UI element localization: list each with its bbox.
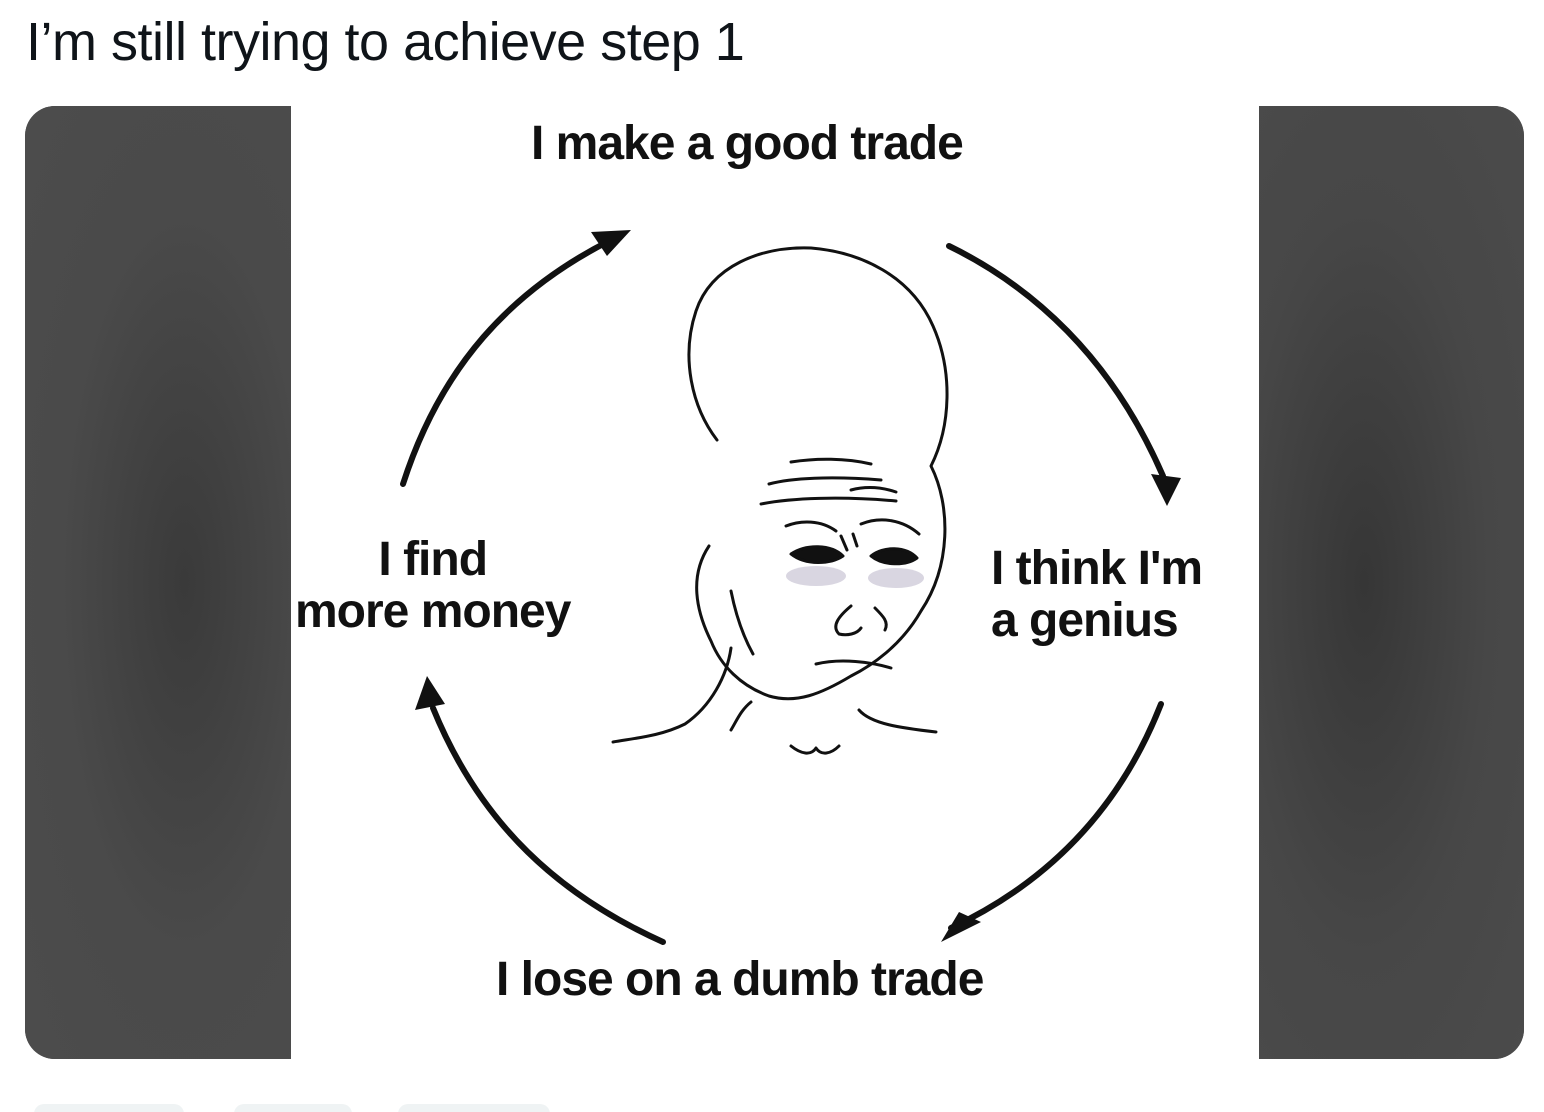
cycle-diagram (400, 230, 1181, 945)
meme-image: I make a good trade I think I'm a genius… (291, 106, 1259, 1059)
meme-label-right: I think I'm a genius (991, 542, 1203, 647)
tweet-text: I’m still trying to achieve step 1 (26, 12, 745, 72)
action-pill[interactable] (398, 1104, 550, 1112)
meme-label-bottom: I lose on a dumb trade (496, 953, 984, 1006)
action-pill[interactable] (234, 1104, 352, 1112)
meme-label-right-line2: a genius (991, 594, 1179, 647)
meme-label-left-line1: I find (378, 533, 488, 586)
cycle-arrow-icon (946, 243, 1166, 479)
action-pill[interactable] (34, 1104, 184, 1112)
cycle-arrow-icon (430, 705, 666, 945)
cycle-arrow-icon (400, 238, 612, 487)
wojak-face-icon (611, 246, 949, 755)
tweet-media-image[interactable]: I make a good trade I think I'm a genius… (25, 106, 1524, 1059)
meme-label-left: I find more money (295, 533, 571, 638)
meme-label-right-line1: I think I'm (991, 542, 1203, 595)
meme-label-left-line2: more money (295, 585, 571, 638)
media-blur-right (1258, 106, 1524, 1059)
cycle-arrow-icon (948, 701, 1164, 931)
meme-label-top: I make a good trade (531, 117, 964, 170)
media-blur-left (25, 106, 291, 1059)
